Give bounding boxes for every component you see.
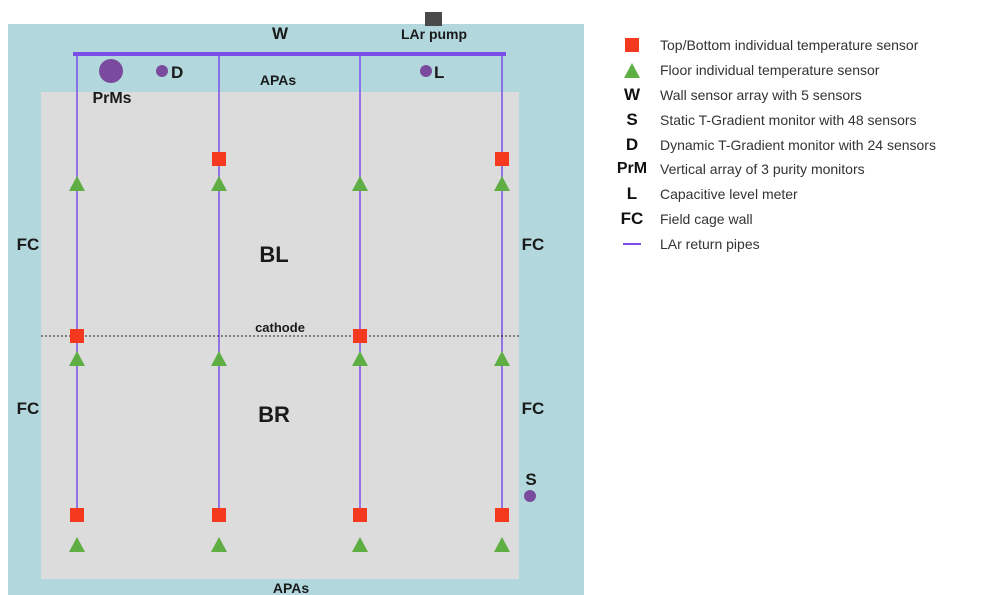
line-icon: [612, 242, 652, 246]
lar-return-pipe-header: [73, 52, 506, 56]
legend-label: LAr return pipes: [660, 235, 760, 252]
floor-temperature-sensor: [494, 537, 510, 552]
legend-item-static-gradient: S Static T-Gradient monitor with 48 sens…: [612, 107, 990, 132]
legend-symbol: L: [626, 184, 638, 204]
legend-label: Wall sensor array with 5 sensors: [660, 86, 862, 103]
legend-symbol: D: [625, 134, 639, 154]
legend-item-field-cage: FC Field cage wall: [612, 207, 990, 232]
legend-symbol: W: [623, 84, 641, 104]
top-bottom-temperature-sensor: [70, 508, 84, 522]
floor-temperature-sensor: [69, 351, 85, 366]
level-meter-label: L: [434, 63, 444, 82]
legend: Top/Bottom individual temperature sensor…: [612, 33, 990, 256]
legend-label: Static T-Gradient monitor with 48 sensor…: [660, 111, 917, 128]
wall-sensor-label: W: [272, 24, 289, 43]
legend-item-top-bottom-sensor: Top/Bottom individual temperature sensor: [612, 33, 990, 58]
legend-label: Field cage wall: [660, 210, 753, 227]
legend-label: Floor individual temperature sensor: [660, 62, 880, 79]
floor-temperature-sensor: [211, 351, 227, 366]
top-bottom-temperature-sensor: [212, 508, 226, 522]
legend-symbol: S: [626, 109, 638, 129]
top-bottom-temperature-sensor: [495, 508, 509, 522]
legend-item-purity-monitors: PrM Vertical array of 3 purity monitors: [612, 157, 990, 182]
field-cage-left-top-label: FC: [17, 235, 40, 254]
top-bottom-temperature-sensor: [353, 508, 367, 522]
beam-left-label: BL: [259, 242, 288, 267]
purity-monitors-label: PrMs: [92, 90, 131, 107]
beam-right-label: BR: [258, 402, 290, 427]
legend-label: Top/Bottom individual temperature sensor: [660, 37, 919, 54]
floor-temperature-sensor: [69, 537, 85, 552]
legend-item-wall-array: W Wall sensor array with 5 sensors: [612, 83, 990, 108]
top-bottom-temperature-sensor: [495, 152, 509, 166]
floor-temperature-sensor: [352, 537, 368, 552]
dynamic-gradient-monitor-icon: [156, 65, 168, 77]
apas-top-label: APAs: [260, 72, 297, 88]
floor-temperature-sensor: [211, 176, 227, 191]
triangle-icon: [612, 62, 652, 78]
detector-inner-region: [41, 92, 519, 579]
floor-temperature-sensor: [494, 351, 510, 366]
legend-symbol: PrM: [616, 160, 648, 178]
floor-temperature-sensor: [211, 537, 227, 552]
legend-label: Dynamic T-Gradient monitor with 24 senso…: [660, 136, 936, 153]
static-gradient-monitor-icon: [524, 490, 536, 502]
floor-temperature-sensor: [69, 176, 85, 191]
static-gradient-monitor-label: S: [525, 470, 536, 489]
apas-bottom-label: APAs: [273, 580, 310, 595]
dynamic-gradient-monitor-label: D: [171, 63, 183, 82]
floor-temperature-sensor: [494, 176, 510, 191]
legend-item-return-pipes: LAr return pipes: [612, 231, 990, 256]
cathode-label: cathode: [255, 320, 305, 335]
top-bottom-temperature-sensor: [212, 152, 226, 166]
field-cage-right-bottom-label: FC: [522, 399, 545, 418]
legend-item-floor-sensor: Floor individual temperature sensor: [612, 58, 990, 83]
level-meter-icon: [420, 65, 432, 77]
field-cage-left-bottom-label: FC: [17, 399, 40, 418]
floor-temperature-sensor: [352, 176, 368, 191]
top-bottom-temperature-sensor: [70, 329, 84, 343]
top-bottom-temperature-sensor: [353, 329, 367, 343]
square-icon: [612, 38, 652, 53]
purity-monitors-icon: [99, 59, 123, 83]
legend-symbol: FC: [620, 208, 644, 228]
floor-temperature-sensor: [352, 351, 368, 366]
legend-item-level-meter: L Capacitive level meter: [612, 182, 990, 207]
lar-pump-icon: [425, 12, 442, 26]
legend-label: Capacitive level meter: [660, 186, 798, 203]
field-cage-right-top-label: FC: [522, 235, 545, 254]
lar-pump-label: LAr pump: [401, 26, 467, 42]
legend-label: Vertical array of 3 purity monitors: [660, 161, 865, 178]
legend-item-dynamic-gradient: D Dynamic T-Gradient monitor with 24 sen…: [612, 132, 990, 157]
